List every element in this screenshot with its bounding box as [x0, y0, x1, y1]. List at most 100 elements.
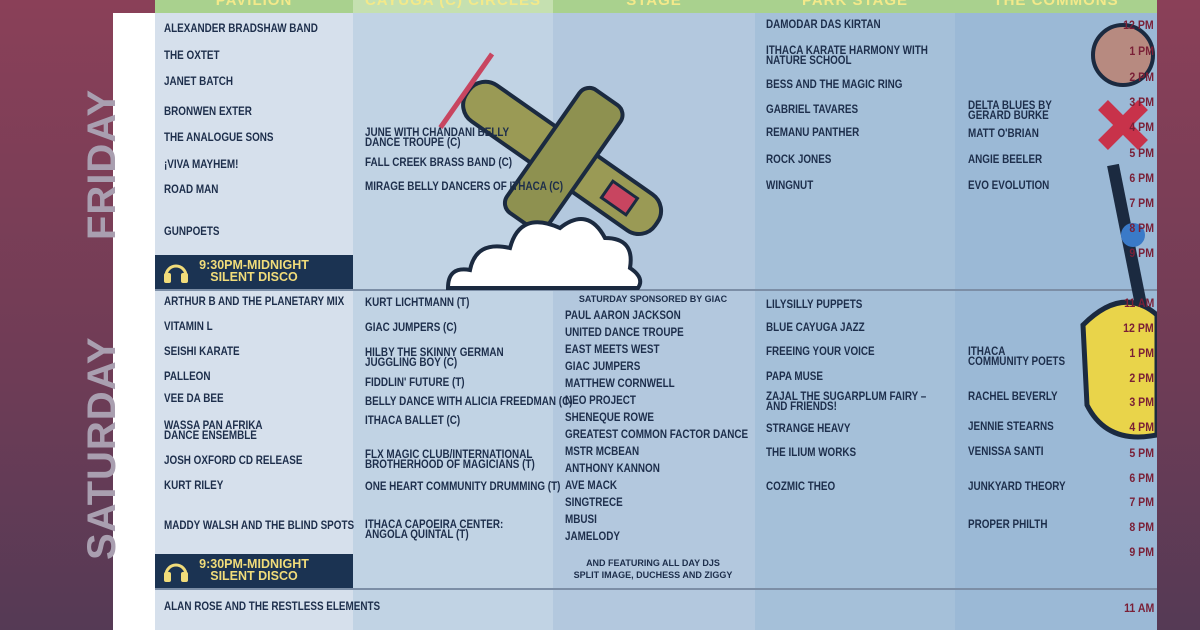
- performer-entry: RACHEL BEVERLY: [968, 391, 1058, 403]
- performer-entry: VENISSA SANTI: [968, 446, 1044, 458]
- performer-entry: COZMIC THEO: [766, 481, 836, 493]
- performer-entry: SEISHI KARATE: [164, 346, 240, 358]
- time-label: 11 AM: [1123, 601, 1154, 615]
- time-label: 3 PM: [1129, 395, 1154, 409]
- performer-entry: STRANGE HEAVY: [766, 423, 851, 435]
- performer-entry: THE ILIUM WORKS: [766, 447, 857, 459]
- header-stage: STAGE: [553, 0, 755, 13]
- djs-note: AND FEATURING ALL DAY DJS SPLIT IMAGE, D…: [573, 558, 733, 580]
- decorative-art: [1080, 23, 1157, 440]
- sponsor-note: SATURDAY SPONSORED BY GIAC: [578, 294, 728, 304]
- performer-entry: ANGIE BEELER: [968, 154, 1043, 166]
- header-commons: THE COMMONS: [955, 0, 1157, 13]
- performer-entry: ANTHONY KANNON: [565, 463, 660, 475]
- performer-entry: UNITED DANCE TROUPE: [565, 327, 684, 339]
- day-label: SATURDAY: [80, 336, 124, 560]
- performer-entry: EVO EVOLUTION: [968, 180, 1050, 192]
- performer-entry: GREATEST COMMON FACTOR DANCE: [565, 429, 749, 441]
- performer-entry: JENNIE STEARNS: [968, 421, 1054, 433]
- performer-entry: THE OXTET: [164, 50, 220, 62]
- time-label: 7 PM: [1129, 495, 1154, 509]
- performer-entry: ITHACA COMMUNITY POETS: [968, 346, 1066, 368]
- performer-entry: WASSA PAN AFRIKA DANCE ENSEMBLE: [164, 420, 263, 442]
- performer-entry: ITHACA KARATE HARMONY WITH NATURE SCHOOL: [766, 45, 928, 67]
- performer-entry: BLUE CAYUGA JAZZ: [766, 322, 865, 334]
- performer-entry: GABRIEL TAVARES: [766, 104, 859, 116]
- performer-entry: MBUSI: [565, 514, 597, 526]
- time-label: 12 PM: [1123, 18, 1154, 32]
- performer-entry: REMANU PANTHER: [766, 127, 860, 139]
- disco-title: SILENT DISCO: [210, 270, 298, 284]
- day-divider: [155, 588, 1157, 590]
- disco-time: 9:30PM-MIDNIGHT: [199, 258, 309, 272]
- performer-entry: JANET BATCH: [164, 76, 234, 88]
- performer-entry: ALAN ROSE AND THE RESTLESS ELEMENTS: [164, 601, 381, 613]
- performer-entry: THE ANALOGUE SONS: [164, 132, 274, 144]
- performer-entry: FALL CREEK BRASS BAND (C): [365, 157, 513, 169]
- performer-entry: KURT LICHTMANN (T): [365, 297, 470, 309]
- performer-entry: JOSH OXFORD CD RELEASE: [164, 455, 303, 467]
- time-label: 2 PM: [1129, 70, 1154, 84]
- header-pavilion: PAVILION: [155, 0, 353, 13]
- performer-entry: MADDY WALSH AND THE BLIND SPOTS: [164, 520, 355, 532]
- headphones-icon: [164, 264, 188, 283]
- performer-entry: KURT RILEY: [164, 480, 224, 492]
- performer-entry: VEE DA BEE: [164, 393, 224, 405]
- performer-entry: ITHACA BALLET (C): [365, 415, 461, 427]
- time-label: 4 PM: [1129, 120, 1154, 134]
- performer-entry: PAUL AARON JACKSON: [565, 310, 681, 322]
- performer-entry: BESS AND THE MAGIC RING: [766, 79, 903, 91]
- performer-entry: JUNE WITH CHANDANI BELLY DANCE TROUPE (C…: [365, 127, 510, 149]
- performer-entry: ¡VIVA MAYHEM!: [164, 159, 239, 171]
- header-circles: CAYUGA (C) CIRCLES: [353, 0, 553, 13]
- performer-entry: FREEING YOUR VOICE: [766, 346, 875, 358]
- performer-entry: BELLY DANCE WITH ALICIA FREEDMAN (C): [365, 396, 573, 408]
- time-label: 3 PM: [1129, 95, 1154, 109]
- day-label: FRIDAY: [80, 88, 124, 240]
- performer-entry: ZAJAL THE SUGARPLUM FAIRY – AND FRIENDS!: [766, 391, 927, 413]
- performer-entry: DELTA BLUES BY GERARD BURKE: [968, 100, 1052, 122]
- performer-entry: GUNPOETS: [164, 226, 220, 238]
- header-park-stage: PARK STAGE: [755, 0, 955, 13]
- performer-entry: HILBY THE SKINNY GERMAN JUGGLING BOY (C): [365, 347, 504, 369]
- time-label: 2 PM: [1129, 371, 1154, 385]
- performer-entry: MATT O'BRIAN: [968, 128, 1039, 140]
- time-label: 11 AM: [1123, 296, 1154, 310]
- performer-entry: JAMELODY: [565, 531, 620, 543]
- time-label: 9 PM: [1129, 246, 1154, 260]
- time-label: 1 PM: [1129, 44, 1154, 58]
- performer-entry: ITHACA CAPOEIRA CENTER: ANGOLA QUINTAL (…: [365, 519, 504, 541]
- performer-entry: SINGTRECE: [565, 497, 623, 509]
- performer-entry: NEO PROJECT: [565, 395, 636, 407]
- disco-title: SILENT DISCO: [210, 569, 298, 583]
- airplane-illustration: [438, 52, 664, 290]
- performer-entry: MIRAGE BELLY DANCERS OF ITHACA (C): [365, 181, 564, 193]
- time-label: 5 PM: [1129, 446, 1154, 460]
- performer-entry: PALLEON: [164, 371, 211, 383]
- performer-entry: ALEXANDER BRADSHAW BAND: [164, 23, 318, 35]
- time-label: 1 PM: [1129, 346, 1154, 360]
- performer-entry: DAMODAR DAS KIRTAN: [766, 19, 881, 31]
- time-label: 8 PM: [1129, 520, 1154, 534]
- time-label: 6 PM: [1129, 471, 1154, 485]
- disco-time: 9:30PM-MIDNIGHT: [199, 557, 309, 571]
- performer-entry: JUNKYARD THEORY: [968, 481, 1066, 493]
- column-park-stage: PARK STAGE: [755, 0, 955, 630]
- performer-entry: SHENEQUE ROWE: [565, 412, 655, 424]
- time-label: 9 PM: [1129, 545, 1154, 559]
- time-label: 8 PM: [1129, 221, 1154, 235]
- performer-entry: BRONWEN EXTER: [164, 106, 252, 118]
- performer-entry: AVE MACK: [565, 480, 618, 492]
- day-divider: [155, 289, 1157, 291]
- time-column: [113, 13, 155, 630]
- time-label: 7 PM: [1129, 196, 1154, 210]
- performer-entry: LILYSILLY PUPPETS: [766, 299, 863, 311]
- performer-entry: ROAD MAN: [164, 184, 219, 196]
- column-pavilion: PAVILION: [155, 0, 353, 630]
- performer-entry: ONE HEART COMMUNITY DRUMMING (T): [365, 481, 561, 493]
- performer-entry: PAPA MUSE: [766, 371, 823, 383]
- performer-entry: FIDDLIN' FUTURE (T): [365, 377, 465, 389]
- performer-entry: MSTR MCBEAN: [565, 446, 640, 458]
